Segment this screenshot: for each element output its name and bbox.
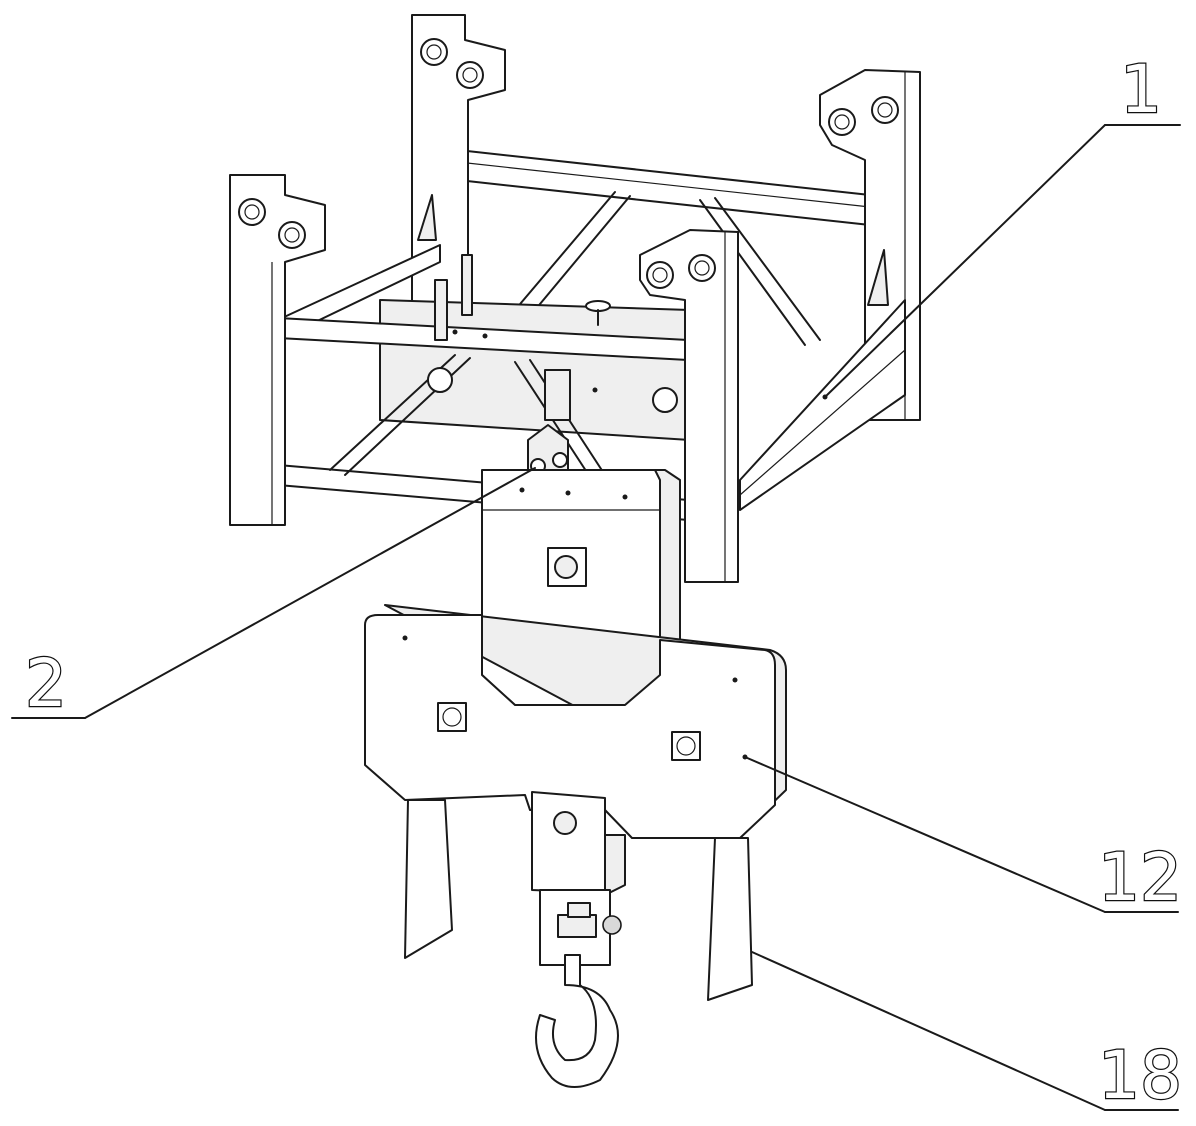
hook-assembly [531,791,626,1088]
leader-line-2-pointer [84,467,536,719]
pivot-connector [527,369,571,474]
leader-line-1-pointer [824,124,1106,398]
callout-label-2: 2 [25,645,67,722]
callout-label-1: 1 [1120,51,1162,128]
leader-lines [11,124,1181,1111]
leader-line-18-pointer [751,951,1106,1111]
callout-label-18: 18 [1098,1037,1182,1114]
lifting-frame [229,14,921,583]
leader-line-12-pointer [744,756,1106,913]
callout-label-12: 12 [1098,839,1182,916]
hook-plate [364,604,787,839]
support-legs [404,799,753,1001]
